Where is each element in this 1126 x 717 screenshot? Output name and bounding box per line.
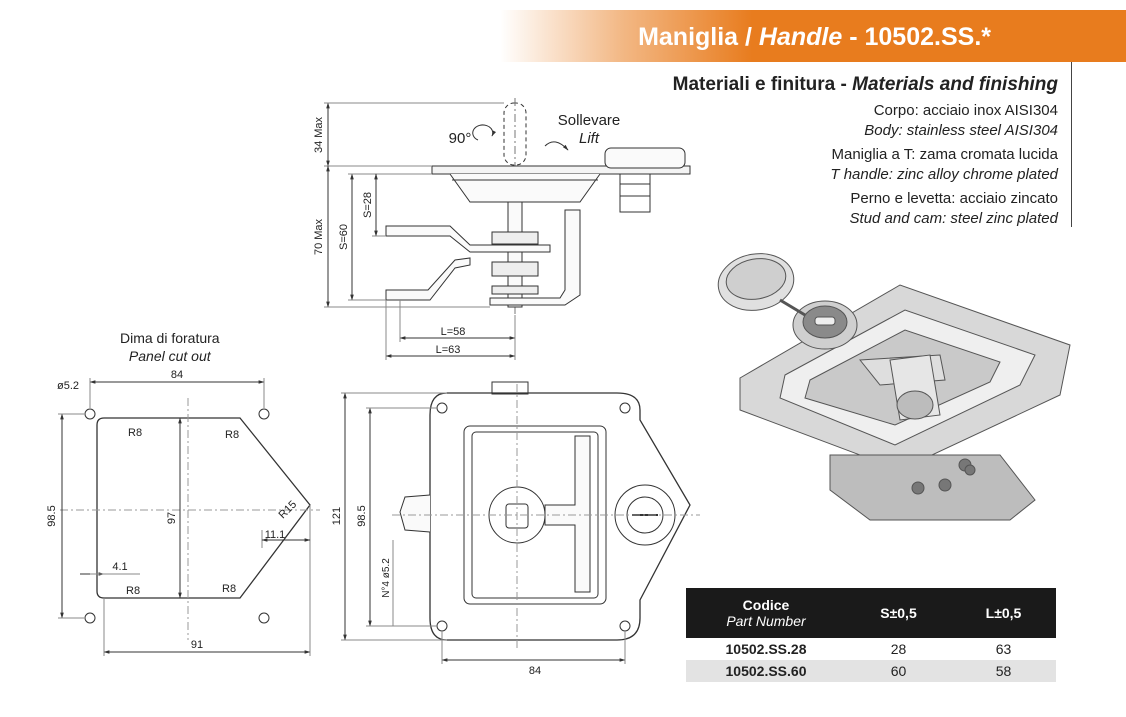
dim-cut-97: 97	[166, 512, 178, 524]
dim-cut-985: 98.5	[46, 505, 58, 526]
table-row: 10502.SS.60 60 58	[686, 660, 1056, 682]
col-s: S±0,5	[846, 588, 951, 638]
front-view-drawing	[341, 381, 700, 664]
table-row: 10502.SS.28 28 63	[686, 638, 1056, 660]
materials-title: Materiali e finitura - Materials and fin…	[672, 74, 1058, 95]
material-stud-it: Perno e levetta: acciaio zincato	[850, 190, 1058, 207]
dim-cut-r8-br: R8	[222, 583, 236, 595]
lift-label-it: Sollevare	[558, 112, 621, 129]
material-body-it: Corpo: acciaio inox AISI304	[873, 102, 1058, 119]
lift-label-en: Lift	[579, 130, 600, 147]
dim-l58: L=58	[441, 326, 466, 338]
material-stud-en: Stud and cam: steel zinc plated	[849, 210, 1058, 227]
dim-cut-r8-bl: R8	[126, 585, 140, 597]
dim-front-985: 98.5	[356, 505, 368, 526]
cutout-title: Dima di foratura Panel cut out	[120, 330, 220, 364]
materials-section: Materiali e finitura - Materials and fin…	[673, 75, 1058, 233]
dim-cut-91: 91	[191, 639, 203, 651]
col-l: L±0,5	[951, 588, 1056, 638]
header-accent-bar	[1061, 10, 1126, 62]
handle-photo-illustration	[717, 253, 1071, 521]
header-banner: Maniglia / Handle - 10502.SS.*	[500, 10, 1061, 62]
dim-70max: 70 Max	[313, 218, 325, 255]
panel-cutout-drawing	[58, 378, 320, 656]
dim-s60: S=60	[338, 224, 350, 250]
material-body-en: Body: stainless steel AISI304	[864, 122, 1058, 139]
dim-cut-r8-tr: R8	[225, 429, 239, 441]
side-view-drawing	[324, 98, 691, 360]
divider-line	[1071, 62, 1072, 227]
dim-34max: 34 Max	[313, 116, 325, 153]
dim-cut-d52: ø5.2	[57, 380, 79, 392]
material-handle-it: Maniglia a T: zama cromata lucida	[831, 146, 1059, 163]
dim-cut-111: 11.1	[265, 529, 286, 541]
dim-cut-84: 84	[171, 369, 183, 381]
dim-front-121: 121	[331, 507, 343, 525]
rotation-label: 90°	[449, 130, 472, 147]
dim-front-84: 84	[529, 665, 541, 677]
dim-s28: S=28	[362, 192, 374, 218]
material-handle-en: T handle: zinc alloy chrome plated	[830, 166, 1058, 183]
dim-front-holes: N°4 ø5.2	[381, 558, 392, 598]
dim-cut-41: 4.1	[112, 561, 127, 573]
dim-l63: L=63	[436, 344, 461, 356]
dim-cut-r15: R15	[276, 498, 299, 521]
dim-cut-r8-tl: R8	[128, 427, 142, 439]
page-title: Maniglia / Handle - 10502.SS.*	[638, 23, 991, 51]
